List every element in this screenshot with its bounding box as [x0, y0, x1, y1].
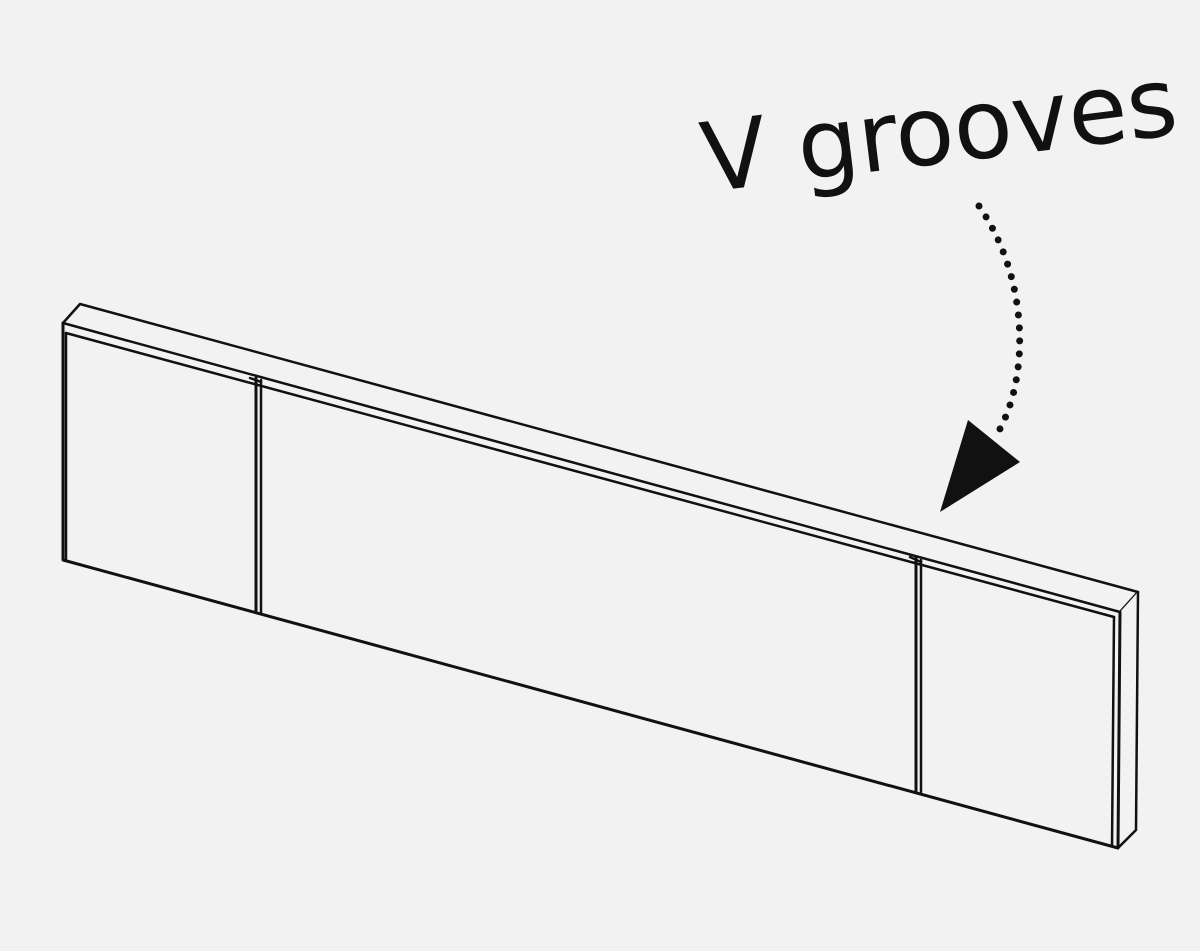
- v-groove-left-notch: [248, 376, 263, 384]
- board-end-face: [1118, 592, 1138, 848]
- v-groove-left: [248, 376, 263, 615]
- callout-arrow-dotted-shaft: [975, 202, 1024, 440]
- front-top-chamfer-line: [64, 331, 1116, 619]
- front-right-chamfer-line: [1110, 615, 1116, 848]
- v-groove-right: [908, 555, 923, 794]
- board-front-face-outline: [61, 321, 1122, 850]
- callout-arrow-head: [940, 420, 1020, 512]
- board-top-face: [63, 304, 1138, 612]
- v-grooves-label: V grooves: [695, 45, 1183, 214]
- board-end-face-outline: [1116, 590, 1140, 850]
- callout-label-group: V grooves: [695, 45, 1183, 214]
- v-groove-right-notch: [908, 555, 923, 564]
